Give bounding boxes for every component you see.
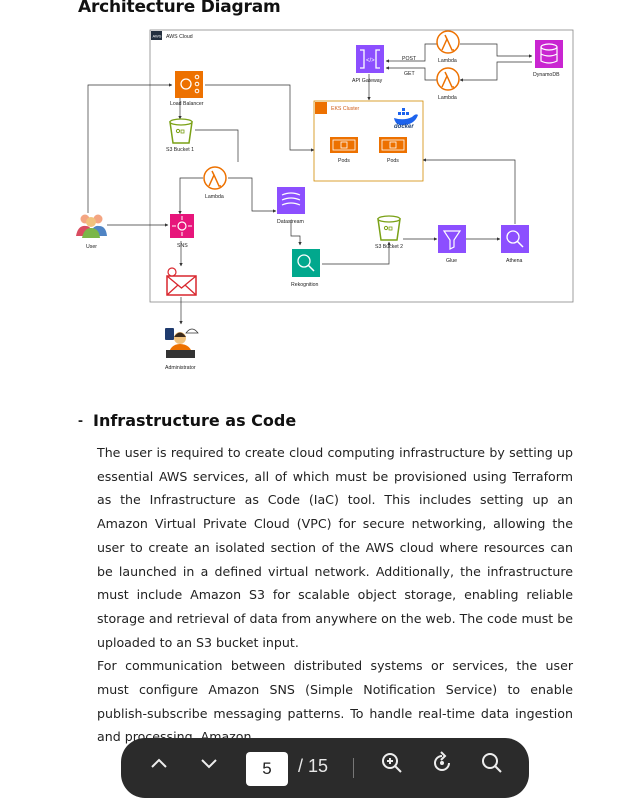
administrator-icon: [165, 328, 199, 358]
page-number-input[interactable]: 5: [246, 752, 288, 786]
connector-user-lb: [87, 83, 173, 213]
connector-lb-eks: [205, 84, 315, 152]
athena-label: Athena: [506, 258, 523, 264]
administrator-label: Administrator: [165, 365, 196, 371]
glue-icon: [438, 225, 466, 253]
s3-bucket-2-label: S3 Bucket 2: [375, 244, 403, 250]
page-total: / 15: [298, 756, 329, 776]
connector-athena-eks: [422, 158, 516, 224]
connector-lambda-datastream: [228, 177, 277, 213]
sns-icon: [170, 214, 194, 238]
docker-icon: [394, 108, 418, 126]
api-gateway-icon: </>: [356, 45, 384, 73]
chevron-up-icon[interactable]: [144, 748, 174, 778]
api-gateway-label: API Gateway: [352, 78, 383, 84]
aws-cloud-boundary: [149, 29, 574, 303]
chevron-down-icon[interactable]: [194, 748, 224, 778]
email-icon: [166, 267, 197, 296]
toolbar-divider: [353, 758, 354, 778]
pods-1-label: Pods: [338, 158, 350, 164]
connector-lambda-dynamo: [460, 43, 533, 58]
svg-text:</>: </>: [366, 58, 375, 64]
pods-2-label: Pods: [387, 158, 399, 164]
rotate-icon[interactable]: [427, 748, 457, 778]
connector-lambda-sns: [178, 177, 203, 215]
s3-bucket-2-icon: [377, 215, 401, 241]
paragraph-1: The user is required to create cloud com…: [97, 445, 573, 650]
sns-label: SNS: [177, 243, 188, 249]
eks-icon: [315, 102, 327, 114]
connector-s3-lambda: [195, 129, 239, 162]
lambda-bottom-label: Lambda: [438, 95, 457, 101]
eks-cluster-boundary: [313, 100, 424, 182]
paragraph-2: For communication between distributed sy…: [97, 658, 573, 745]
section-title: Infrastructure as Code: [93, 411, 297, 430]
page-title: Architecture Diagram: [78, 0, 281, 17]
eks-cluster-label: EKS Cluster: [331, 106, 360, 112]
lambda-mid-icon: [203, 166, 227, 190]
zoom-in-icon[interactable]: [377, 748, 407, 778]
s3-bucket-1-label: S3 Bucket 1: [166, 147, 194, 153]
s3-bucket-1-icon: [169, 118, 193, 144]
dynamodb-label: DynamoDB: [533, 72, 560, 78]
docker-label: docker: [394, 124, 414, 130]
athena-icon: [501, 225, 529, 253]
get-label: GET: [404, 71, 415, 77]
glue-label: Glue: [446, 258, 457, 264]
body-text: The user is required to create cloud com…: [97, 441, 573, 749]
user-icon: [76, 214, 107, 238]
pods-1-icon: [330, 137, 358, 153]
post-label: POST: [402, 56, 417, 62]
section-bullet: -: [78, 412, 83, 429]
search-icon[interactable]: [477, 748, 507, 778]
viewer-toolbar: 5 / 15: [121, 738, 529, 798]
datastream-label: Datastream: [277, 219, 304, 225]
load-balancer-icon: [175, 71, 203, 98]
rekognition-icon: [292, 249, 320, 277]
connector-rek-s3b2: [322, 241, 391, 265]
connector-dynamo-lambda: [459, 61, 532, 82]
pods-2-icon: [379, 137, 407, 153]
connector-api-post: [400, 43, 437, 62]
rekognition-label: Rekognition: [291, 282, 319, 288]
aws-cloud-badge: [151, 31, 162, 40]
load-balancer-label: Load Balancer: [170, 101, 204, 107]
user-label: User: [86, 244, 97, 250]
architecture-diagram: AWS AWS Cloud EKS Cluster Load Balancer: [76, 29, 574, 371]
lambda-bottom-icon: [436, 67, 460, 91]
aws-cloud-label: AWS Cloud: [166, 34, 193, 40]
lambda-mid-label: Lambda: [205, 194, 224, 200]
lambda-top-label: Lambda: [438, 58, 457, 64]
datastream-icon: [277, 187, 305, 214]
lambda-top-icon: [436, 30, 460, 54]
dynamodb-icon: [535, 40, 563, 68]
connector-datastream-rek: [290, 220, 302, 246]
aws-badge-text: AWS: [153, 34, 162, 39]
connector-lambda-api: [385, 66, 437, 81]
